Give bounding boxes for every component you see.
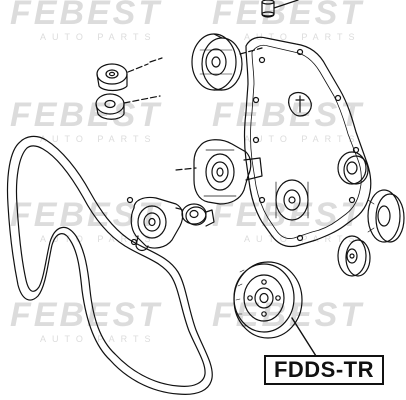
leader-dash xyxy=(127,57,163,73)
crankshaft-pulley xyxy=(233,261,303,339)
part-number-label: FDDS-TR xyxy=(264,355,384,385)
side-pulley-upper xyxy=(337,151,369,185)
tensioner-body xyxy=(193,139,263,205)
stud xyxy=(261,0,299,18)
idler-pulley-upper xyxy=(96,63,128,92)
serpentine-belt xyxy=(6,135,213,395)
tensioner-small-pulley xyxy=(181,203,215,227)
tensioner-arm xyxy=(126,196,184,252)
side-pulley-right xyxy=(367,189,405,243)
timing-cover xyxy=(243,36,372,248)
upper-pulley xyxy=(191,33,243,91)
label-leader xyxy=(291,317,317,357)
leader-dash xyxy=(239,47,263,55)
side-pulley-lower xyxy=(337,235,371,277)
leader-dash xyxy=(175,207,185,211)
center-hub xyxy=(275,179,309,221)
leader-dash xyxy=(175,167,197,171)
leader-dash xyxy=(123,95,161,104)
idler-pulley-lower xyxy=(95,93,125,120)
